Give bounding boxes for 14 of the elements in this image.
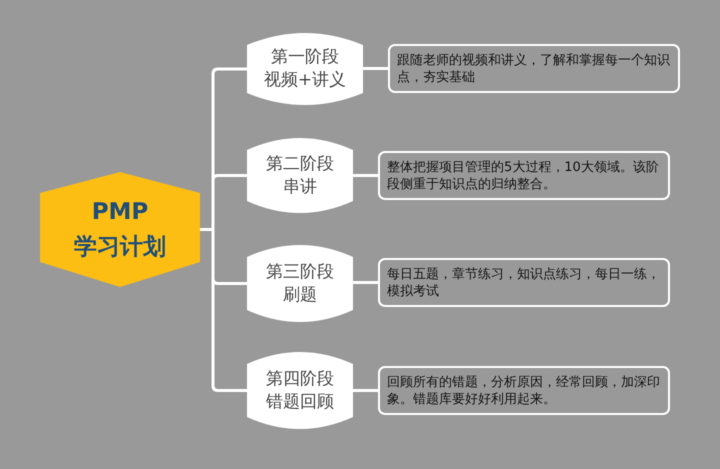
title-hexagon: PMP 学习计划 — [40, 172, 200, 287]
description-box: 每日五题，章节练习，知识点练习，每日一练，模拟考试 — [378, 258, 670, 307]
connector-line — [353, 281, 378, 284]
stage-box: 第三阶段刷题 — [247, 245, 353, 322]
description-box: 回顾所有的错题，分析原因，经常回顾，加深印象。错题库要好好利用起来。 — [378, 366, 670, 415]
stage-box: 第一阶段视频+讲义 — [247, 33, 363, 105]
description-box: 跟随老师的视频和讲义，了解和掌握每一个知识点，夯实基础 — [388, 44, 680, 93]
stage-box: 第四阶段错题回顾 — [247, 352, 353, 429]
connector-line — [353, 174, 378, 177]
description-box: 整体把握项目管理的5大过程，10大领域。该阶段侧重于知识点的归纳整合。 — [378, 151, 670, 200]
connector-line — [353, 389, 378, 392]
connector-line — [363, 67, 388, 70]
stage-box: 第二阶段串讲 — [247, 138, 353, 213]
connector-line — [200, 228, 247, 392]
